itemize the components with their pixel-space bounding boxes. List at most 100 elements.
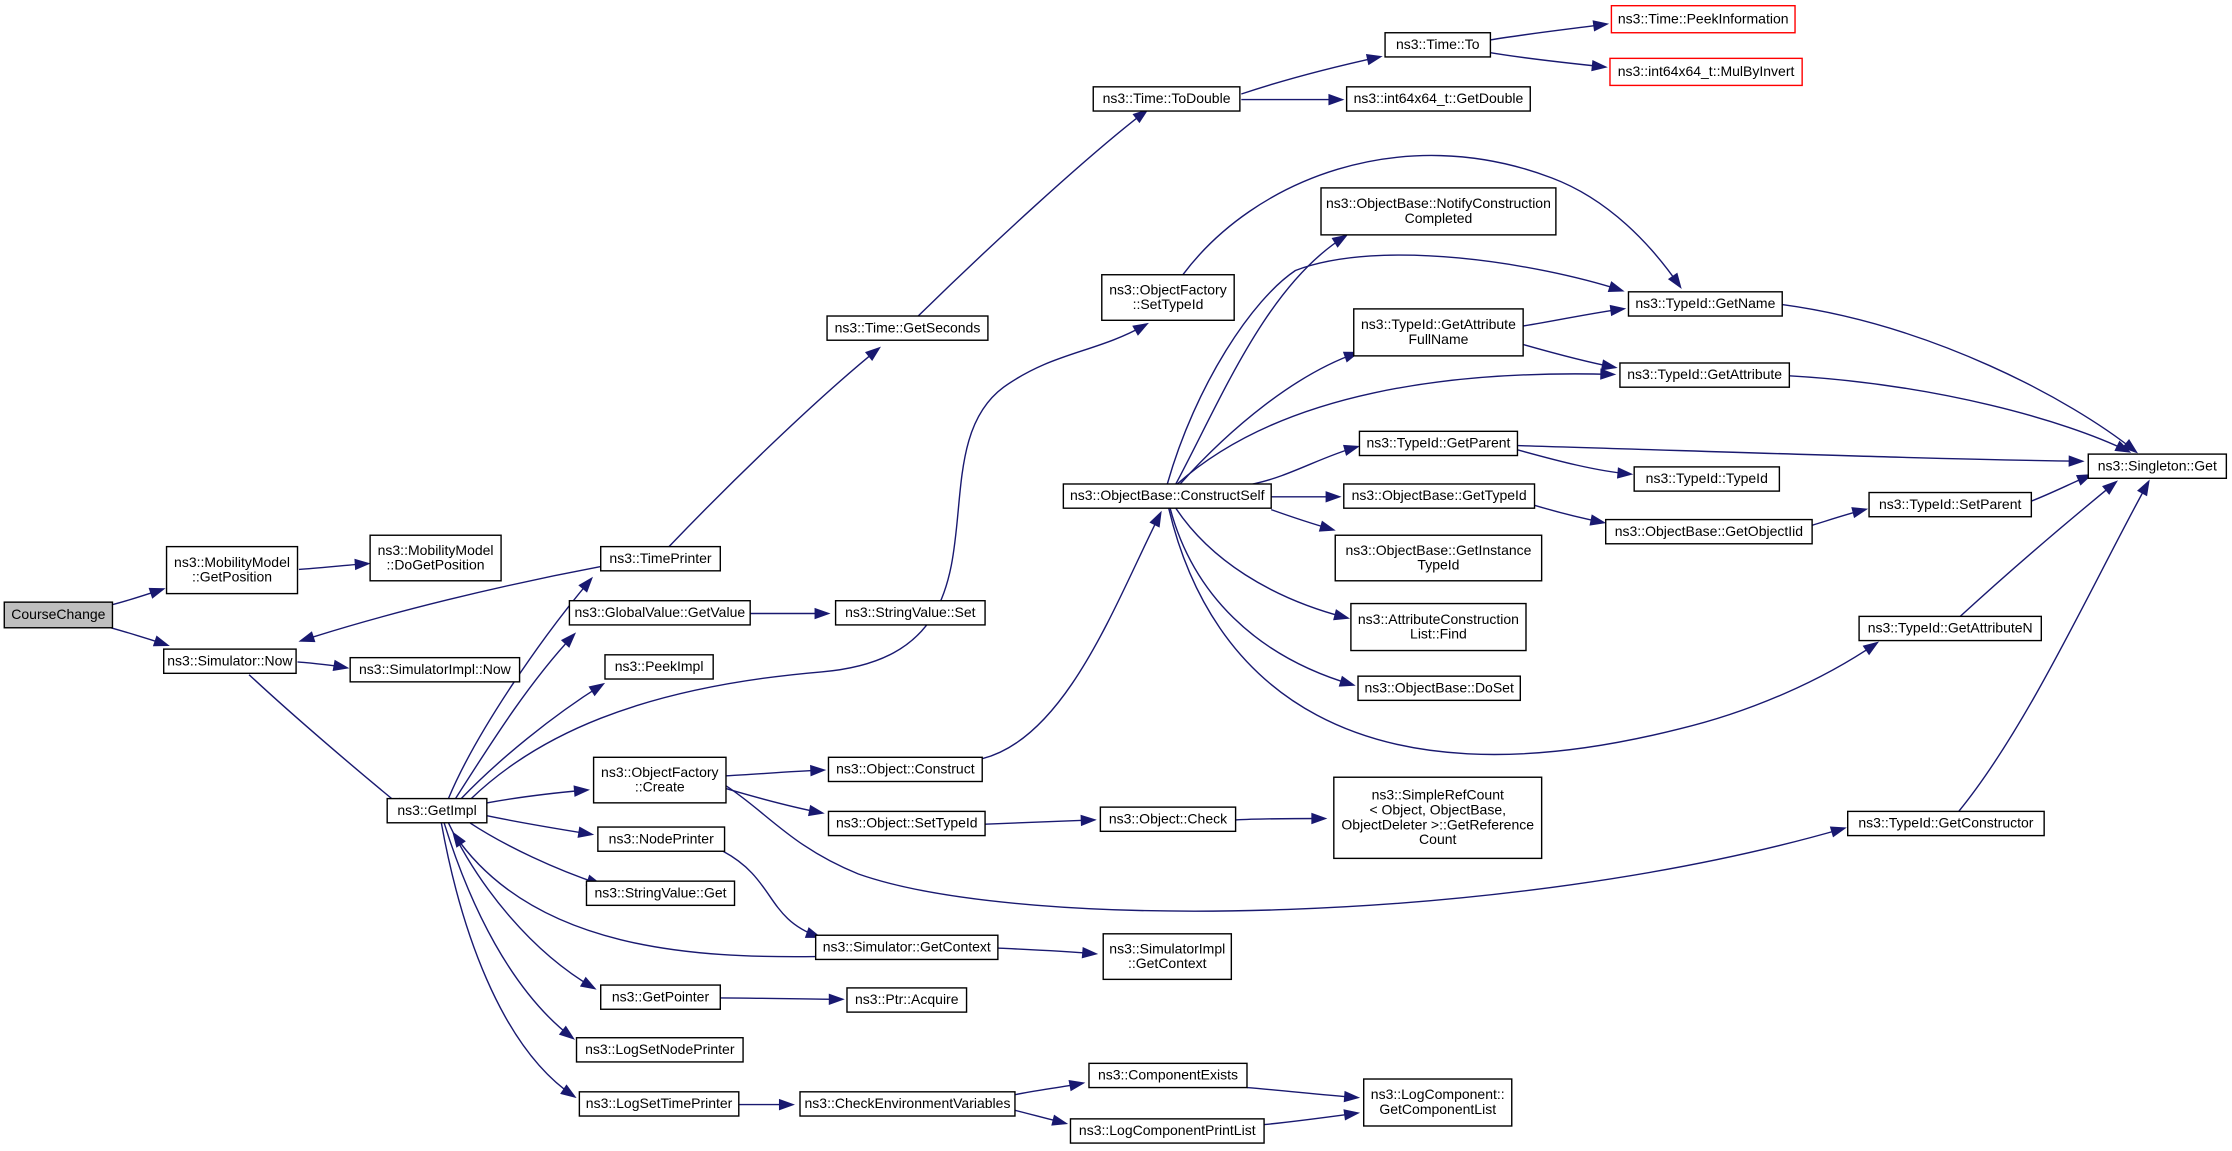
function-node-box[interactable] — [846, 987, 968, 1013]
function-node-box[interactable] — [3, 601, 114, 629]
function-node[interactable]: ns3::Time::GetSeconds — [826, 315, 989, 341]
function-node-box[interactable] — [1384, 32, 1492, 58]
function-node-box[interactable] — [1062, 483, 1272, 509]
function-node[interactable]: ns3::TypeId::GetAttributeN — [1858, 615, 2042, 642]
function-node-box[interactable] — [2087, 453, 2228, 479]
function-node[interactable]: ns3::Time::ToDouble — [1092, 86, 1241, 112]
function-node-box[interactable] — [568, 600, 751, 626]
function-node-box[interactable] — [1627, 291, 1783, 317]
function-node[interactable]: ns3::ComponentExists — [1088, 1062, 1248, 1089]
function-node[interactable]: ns3::TypeId::TypeId — [1633, 466, 1781, 492]
function-node[interactable]: ns3::Simulator::Now — [163, 648, 297, 675]
function-node[interactable]: ns3::ObjectBase::GetTypeId — [1343, 483, 1536, 509]
function-node-box[interactable] — [163, 648, 297, 675]
function-node[interactable]: ns3::GlobalValue::GetValue — [568, 600, 751, 626]
function-node[interactable]: ns3::TypeId::GetParent — [1358, 430, 1519, 457]
function-node[interactable]: ns3::int64x64_t::GetDouble — [1345, 86, 1531, 112]
function-node-box[interactable] — [575, 1037, 744, 1063]
function-node[interactable]: ns3::ObjectBase::NotifyConstructionCompl… — [1320, 187, 1557, 236]
function-node-box[interactable] — [1069, 1118, 1265, 1144]
function-node-box[interactable] — [1358, 430, 1519, 457]
function-node[interactable]: ns3::StringValue::Set — [834, 600, 986, 626]
function-node-box[interactable] — [1353, 308, 1524, 357]
function-node-box[interactable] — [799, 1091, 1016, 1117]
function-node[interactable]: ns3::Time::To — [1384, 32, 1492, 58]
function-node-box[interactable] — [1099, 806, 1237, 833]
function-node[interactable]: ns3::StringValue::Get — [585, 880, 736, 907]
function-node-box[interactable] — [386, 797, 488, 824]
function-node-box[interactable] — [826, 315, 989, 341]
function-node[interactable]: ns3::LogComponent::GetComponentList — [1363, 1078, 1513, 1127]
function-node[interactable]: ns3::LogComponentPrintList — [1069, 1118, 1265, 1144]
function-node-box[interactable] — [1610, 4, 1796, 34]
function-node[interactable]: ns3::TypeId::GetName — [1627, 291, 1783, 317]
function-node-box[interactable] — [834, 600, 986, 626]
function-node[interactable]: ns3::Time::PeekInformation — [1610, 4, 1796, 34]
function-node-box[interactable] — [1334, 534, 1543, 582]
function-node[interactable]: ns3::LogSetNodePrinter — [575, 1037, 744, 1063]
function-node-box[interactable] — [1092, 86, 1241, 112]
function-node-box[interactable] — [1101, 274, 1235, 321]
function-node-box[interactable] — [1102, 933, 1233, 981]
function-node-box[interactable] — [585, 880, 736, 907]
function-node[interactable]: CourseChange — [3, 601, 114, 629]
function-node-box[interactable] — [600, 545, 721, 572]
function-node[interactable]: ns3::ObjectBase::DoSet — [1357, 675, 1521, 702]
function-node[interactable]: ns3::TimePrinter — [600, 545, 721, 572]
function-node[interactable]: ns3::int64x64_t::MulByInvert — [1609, 57, 1803, 87]
function-node-box[interactable] — [369, 534, 502, 582]
function-node-box[interactable] — [1345, 86, 1531, 112]
function-node[interactable]: ns3::PeekImpl — [604, 654, 714, 680]
function-node[interactable]: ns3::LogSetTimePrinter — [578, 1091, 740, 1117]
function-node[interactable]: ns3::Ptr::Acquire — [846, 987, 968, 1013]
function-node[interactable]: ns3::TypeId::SetParent — [1868, 491, 2033, 518]
function-node-box[interactable] — [1350, 602, 1527, 652]
function-node-box[interactable] — [827, 756, 983, 783]
function-node[interactable]: ns3::CheckEnvironmentVariables — [799, 1091, 1016, 1117]
function-node-box[interactable] — [827, 810, 986, 837]
function-node-box[interactable] — [1619, 362, 1791, 388]
function-node-box[interactable] — [1858, 615, 2042, 642]
function-node-box[interactable] — [1847, 810, 2045, 837]
function-node[interactable]: ns3::GetImpl — [386, 797, 488, 824]
function-node-box[interactable] — [1868, 491, 2033, 518]
function-node[interactable]: ns3::GetPointer — [600, 984, 721, 1010]
function-node[interactable]: ns3::SimulatorImpl::GetContext — [1102, 933, 1233, 981]
function-node[interactable]: ns3::ObjectBase::ConstructSelf — [1062, 483, 1272, 509]
function-node[interactable]: ns3::TypeId::GetConstructor — [1847, 810, 2045, 837]
function-node-box[interactable] — [597, 826, 726, 852]
function-node-box[interactable] — [1088, 1062, 1248, 1089]
function-node-box[interactable] — [1633, 466, 1781, 492]
function-node-box[interactable] — [1357, 675, 1521, 702]
function-node-box[interactable] — [592, 756, 727, 804]
function-node[interactable]: ns3::ObjectFactory::SetTypeId — [1101, 274, 1235, 321]
function-node-box[interactable] — [349, 656, 521, 683]
function-node[interactable]: ns3::NodePrinter — [597, 826, 726, 852]
function-node[interactable]: ns3::MobilityModel::DoGetPosition — [369, 534, 502, 582]
function-node[interactable]: ns3::Object::Construct — [827, 756, 983, 783]
function-node-box[interactable] — [1343, 483, 1536, 509]
function-node[interactable]: ns3::Singleton::Get — [2087, 453, 2228, 479]
function-node[interactable]: ns3::Object::SetTypeId — [827, 810, 986, 837]
function-node[interactable]: ns3::ObjectBase::GetObjectIid — [1605, 518, 1813, 545]
function-node-box[interactable] — [600, 984, 721, 1010]
function-node-box[interactable] — [1605, 518, 1813, 545]
function-node[interactable]: ns3::Simulator::GetContext — [814, 934, 999, 961]
function-node[interactable]: ns3::TypeId::GetAttribute — [1619, 362, 1791, 388]
function-node[interactable]: ns3::SimulatorImpl::Now — [349, 656, 521, 683]
function-node-box[interactable] — [604, 654, 714, 680]
function-node-box[interactable] — [165, 545, 299, 595]
function-node-box[interactable] — [1363, 1078, 1513, 1127]
function-node[interactable]: ns3::Object::Check — [1099, 806, 1237, 833]
function-node-box[interactable] — [1609, 57, 1803, 87]
function-node-box[interactable] — [814, 934, 999, 961]
function-node-box[interactable] — [1320, 187, 1557, 236]
function-node[interactable]: ns3::ObjectFactory::Create — [592, 756, 727, 804]
function-node[interactable]: ns3::MobilityModel::GetPosition — [165, 545, 299, 595]
function-node[interactable]: ns3::SimpleRefCount< Object, ObjectBase,… — [1333, 776, 1543, 860]
function-node-box[interactable] — [1333, 776, 1543, 860]
function-node-box[interactable] — [578, 1091, 740, 1117]
